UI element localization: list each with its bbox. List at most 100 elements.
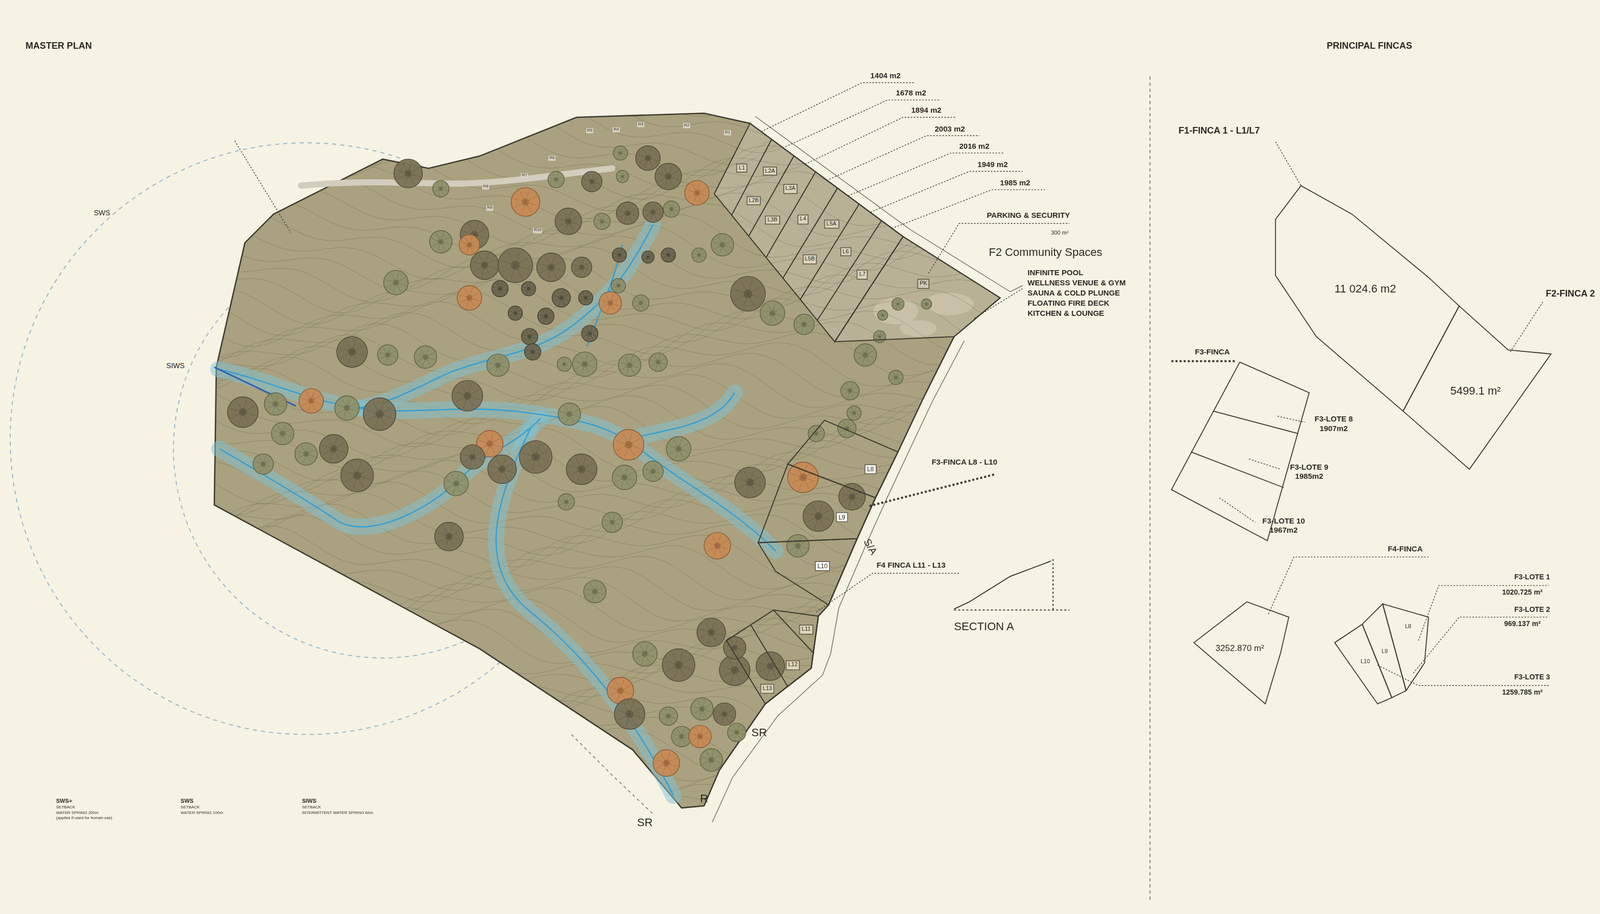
- parcel-outline: [1274, 184, 1461, 413]
- lot-number: L3B: [767, 217, 778, 223]
- lot-number: L3A: [785, 185, 796, 192]
- leader-line: [974, 289, 1023, 319]
- contour-line: [194, 334, 1021, 390]
- leader-line: [816, 573, 959, 613]
- leader-line: [847, 152, 1004, 196]
- tree-canopy: [688, 725, 712, 748]
- tree-canopy: [891, 298, 905, 311]
- amenity-item: FLOATING FIRE DECK: [1027, 299, 1110, 309]
- lot-boundary: [731, 139, 772, 216]
- tree-trunk: [445, 533, 453, 541]
- tree-trunk: [497, 286, 502, 292]
- lot-tag: L9: [836, 512, 848, 523]
- lot-tag: L12: [785, 660, 801, 670]
- tree-trunk: [527, 334, 532, 339]
- tree-trunk: [679, 733, 685, 740]
- tree-trunk: [437, 238, 444, 245]
- legend-note: SETBACK: [180, 805, 201, 811]
- lot-tag: L2B: [746, 196, 762, 206]
- tree-trunk: [495, 362, 501, 369]
- lot-boundary: [726, 610, 819, 704]
- contour-line: [194, 166, 1021, 223]
- tree-canopy: [614, 698, 645, 730]
- finca-outline: [1190, 452, 1284, 488]
- tree-trunk: [564, 499, 569, 504]
- leader-line: [761, 82, 916, 132]
- tree-trunk: [463, 392, 471, 400]
- tree-trunk: [862, 352, 869, 358]
- stream-line: [357, 224, 654, 409]
- tree-trunk: [466, 295, 473, 302]
- tree-trunk: [743, 289, 753, 299]
- tree-trunk: [618, 151, 623, 155]
- tree-canopy: [661, 247, 676, 263]
- section-label: SECTION A: [953, 620, 1014, 633]
- tree-canopy: [699, 749, 723, 772]
- parcel-area: L8: [1404, 623, 1412, 630]
- lot-tag: L8: [864, 464, 877, 475]
- tree-trunk: [308, 397, 315, 404]
- tree-trunk: [530, 349, 535, 355]
- tree-canopy: [734, 467, 765, 498]
- tree-canopy: [601, 512, 623, 533]
- tree-canopy: [227, 396, 259, 428]
- tree-trunk: [650, 209, 656, 215]
- tree-trunk: [392, 279, 399, 286]
- parcel-area: 11 024.6 m2: [1334, 282, 1396, 295]
- tree-canopy: [457, 285, 482, 311]
- plan-title: MASTER PLAN: [25, 40, 92, 52]
- tree-trunk: [486, 440, 494, 447]
- tree-canopy: [252, 454, 274, 475]
- tree-canopy: [557, 357, 572, 372]
- section-profile: [953, 559, 1070, 611]
- lot-tag: L3A: [782, 183, 798, 194]
- contour-line: [194, 773, 1021, 830]
- tree-trunk: [626, 362, 633, 369]
- tree-canopy: [632, 642, 658, 667]
- tree-trunk: [558, 295, 564, 301]
- lot-number: L4: [800, 216, 807, 223]
- tree-trunk: [730, 666, 739, 675]
- tree-canopy: [319, 434, 348, 464]
- area-label: 300 m²: [1050, 229, 1069, 237]
- tree-trunk: [620, 175, 624, 179]
- tree-trunk: [896, 302, 900, 306]
- finca-parcel: 11 024.6 m2: [1275, 185, 1460, 412]
- tree-trunk: [881, 313, 884, 317]
- tree-trunk: [616, 283, 621, 288]
- tree-trunk: [746, 478, 754, 487]
- lot-area-label: F3-LOTE 10 1967m2: [1258, 517, 1309, 536]
- tree-canopy: [340, 459, 374, 492]
- contour-line: [194, 819, 1021, 874]
- legend-note: INTERMITTENT WATER SPRING 60m: [302, 811, 374, 816]
- tree-canopy: [583, 580, 606, 603]
- legend-heading: SWS+: [55, 797, 73, 805]
- contour-line: [194, 368, 1021, 424]
- tree-canopy: [704, 532, 731, 560]
- lot-tag: PK: [917, 278, 931, 289]
- sheet-divider: [1149, 76, 1151, 904]
- leader-line: [826, 135, 980, 181]
- tree-trunk: [581, 361, 588, 368]
- tree-trunk: [675, 445, 682, 453]
- tree-trunk: [847, 388, 853, 394]
- tree-trunk: [814, 512, 823, 521]
- tree-trunk: [721, 711, 728, 718]
- stream-band: [624, 392, 735, 441]
- lot-tag: L2A: [762, 166, 778, 176]
- thick-leader: [869, 474, 996, 506]
- section-profile: [953, 561, 1051, 610]
- contour-line: [194, 571, 1021, 626]
- contour-line: [194, 66, 1021, 122]
- finca-label: F4 FINCA L11 - L13: [876, 561, 946, 571]
- stream-line: [214, 224, 776, 796]
- site-boundary: [214, 113, 1001, 809]
- contour-line: [194, 808, 1021, 863]
- tree-trunk: [638, 301, 644, 306]
- tree-canopy: [696, 618, 726, 647]
- lot-number: L2A: [764, 168, 776, 174]
- stream-band: [357, 224, 654, 409]
- tree-canopy: [632, 295, 650, 312]
- road-point: R4: [612, 127, 620, 133]
- leader-line: [891, 189, 1045, 229]
